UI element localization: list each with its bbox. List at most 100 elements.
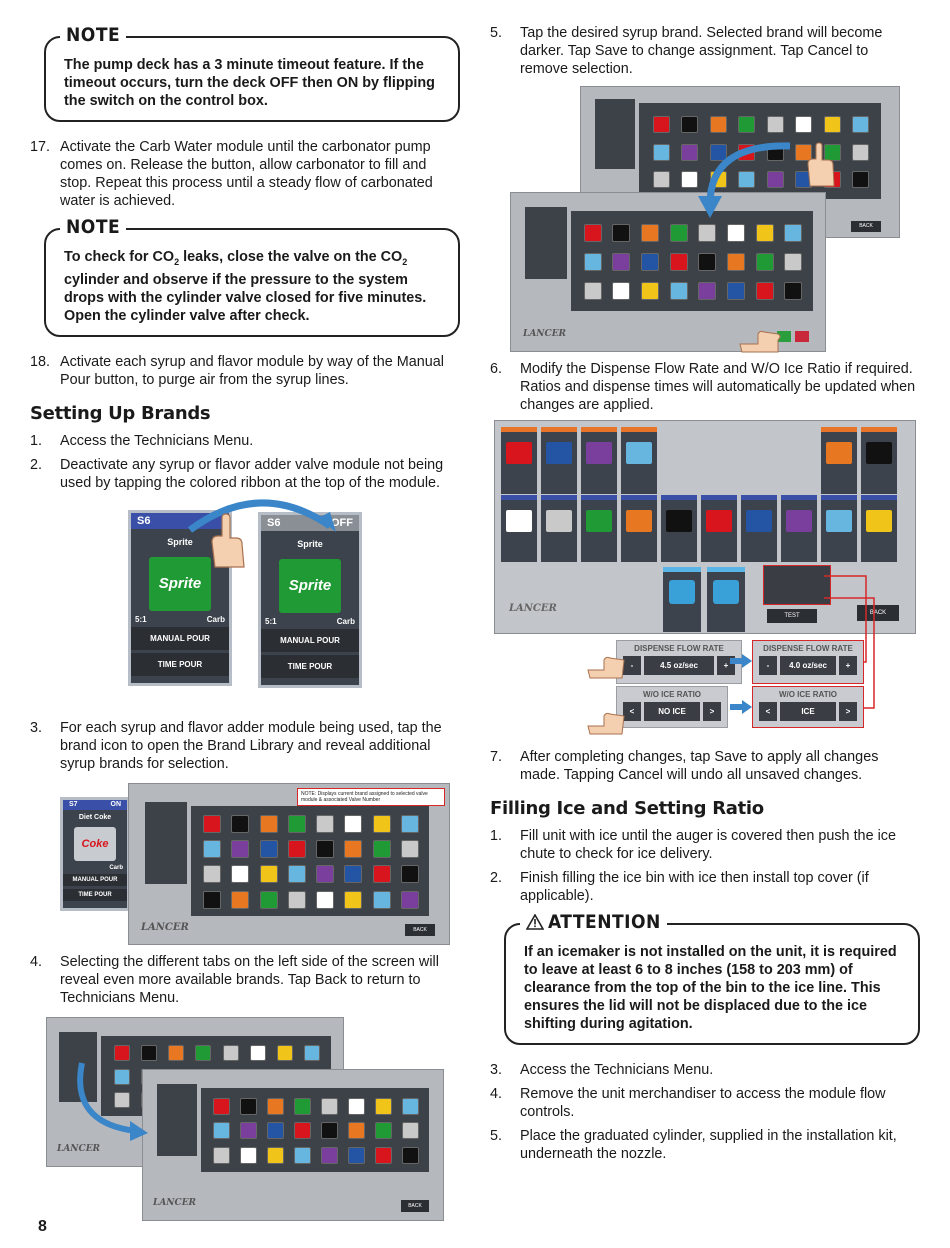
brand-tile[interactable] (203, 890, 222, 909)
brand-tile[interactable] (652, 143, 670, 161)
valve-module[interactable] (581, 427, 617, 494)
valve-module[interactable] (701, 495, 737, 562)
brand-tile[interactable] (823, 143, 841, 161)
brand-tile[interactable] (231, 865, 250, 884)
brand-tile[interactable] (375, 1122, 392, 1140)
brand-logo-tile[interactable] (746, 510, 772, 532)
brand-tile[interactable] (240, 1097, 257, 1115)
brand-tile[interactable] (287, 815, 306, 834)
brand-tile[interactable] (738, 171, 756, 189)
brand-tile[interactable] (402, 1147, 419, 1165)
valve-module[interactable] (781, 495, 817, 562)
brand-tile[interactable] (669, 282, 688, 300)
brand-tile[interactable] (294, 1122, 311, 1140)
brand-logo-tile[interactable] (866, 510, 892, 532)
brand-tile[interactable] (344, 865, 363, 884)
brand-tile[interactable] (652, 115, 670, 133)
brand-tile[interactable] (784, 224, 803, 242)
brand-tile[interactable] (641, 224, 659, 242)
brand-tile[interactable] (698, 282, 717, 300)
brand-tile[interactable] (249, 1045, 266, 1062)
brand-tile[interactable] (755, 282, 774, 300)
brand-tile[interactable] (259, 815, 278, 834)
brand-tile[interactable] (213, 1147, 230, 1165)
brand-tile[interactable] (348, 1097, 365, 1115)
brand-tile[interactable] (583, 253, 602, 271)
brand-tile[interactable] (784, 253, 803, 271)
brand-tile[interactable] (795, 143, 813, 161)
brand-tile[interactable] (168, 1045, 185, 1062)
brand-tile[interactable] (375, 1097, 392, 1115)
brand-tile[interactable] (372, 840, 391, 859)
valve-module[interactable] (501, 495, 537, 562)
brand-tile[interactable] (755, 253, 774, 271)
brand-logo-tile[interactable] (626, 442, 652, 464)
brand-tile[interactable] (321, 1122, 338, 1140)
previous-button[interactable]: < (623, 702, 641, 721)
brand-tile[interactable] (213, 1122, 230, 1140)
brand-tile[interactable] (402, 1122, 419, 1140)
brand-tile[interactable] (400, 865, 419, 884)
brand-tile[interactable] (727, 224, 745, 242)
brand-tile[interactable] (259, 865, 278, 884)
brand-tile[interactable] (114, 1092, 131, 1109)
brand-tile[interactable] (231, 890, 250, 909)
brand-tile[interactable] (316, 865, 335, 884)
brand-tile[interactable] (681, 171, 699, 189)
brand-tile[interactable] (641, 282, 659, 300)
brand-tile[interactable] (316, 815, 335, 834)
back-button[interactable]: BACK (401, 1199, 429, 1212)
valve-module[interactable] (501, 427, 537, 494)
next-button[interactable]: > (703, 702, 721, 721)
brand-tile[interactable] (400, 890, 419, 909)
brand-tile[interactable] (114, 1045, 131, 1062)
brand-tile[interactable] (231, 840, 250, 859)
brand-tile[interactable] (612, 282, 631, 300)
brand-tile[interactable] (316, 890, 335, 909)
brand-tile[interactable] (287, 840, 306, 859)
manual-pour-button[interactable]: MANUAL POUR (261, 628, 359, 652)
brand-tile[interactable] (612, 253, 631, 271)
previous-button[interactable]: < (759, 702, 777, 721)
next-button[interactable]: > (839, 702, 857, 721)
brand-tile[interactable] (709, 115, 727, 133)
brand-tile[interactable] (203, 840, 222, 859)
brand-tile[interactable] (203, 815, 222, 834)
sprite-logo[interactable]: Sprite (149, 556, 211, 611)
brand-tile[interactable] (823, 115, 841, 133)
valve-module[interactable] (741, 495, 777, 562)
brand-logo-tile[interactable] (546, 510, 572, 532)
brand-logo-tile[interactable] (706, 510, 732, 532)
brand-logo-tile[interactable] (506, 510, 532, 532)
brand-tile[interactable] (267, 1097, 284, 1115)
brand-tile[interactable] (698, 253, 717, 271)
sprite-logo[interactable]: Sprite (279, 558, 341, 613)
brand-tile[interactable] (766, 171, 784, 189)
brand-tile[interactable] (321, 1147, 338, 1165)
brand-tile[interactable] (294, 1147, 311, 1165)
brand-tile[interactable] (400, 815, 419, 834)
brand-tile[interactable] (344, 890, 363, 909)
manual-pour-button[interactable]: MANUAL POUR (131, 626, 229, 650)
valve-module[interactable] (821, 427, 857, 494)
brand-logo-tile[interactable] (586, 442, 612, 464)
brand-tile[interactable] (669, 224, 688, 242)
brand-tile[interactable] (852, 143, 870, 161)
brand-tile[interactable] (612, 224, 631, 242)
back-button[interactable]: BACK (405, 923, 435, 936)
brand-tile[interactable] (372, 865, 391, 884)
brand-tile[interactable] (303, 1045, 320, 1062)
brand-tile[interactable] (669, 253, 688, 271)
test-button[interactable]: TEST (767, 609, 817, 623)
diet-coke-logo[interactable]: Coke (74, 826, 116, 861)
brand-tile[interactable] (344, 840, 363, 859)
brand-tile[interactable] (240, 1122, 257, 1140)
water-module[interactable] (663, 567, 701, 632)
valve-module[interactable] (541, 495, 577, 562)
valve-module[interactable] (861, 427, 897, 494)
brand-tile[interactable] (240, 1147, 257, 1165)
brand-tile[interactable] (276, 1045, 293, 1062)
valve-module[interactable] (861, 495, 897, 562)
brand-logo-tile[interactable] (666, 510, 692, 532)
brand-tile[interactable] (231, 815, 250, 834)
